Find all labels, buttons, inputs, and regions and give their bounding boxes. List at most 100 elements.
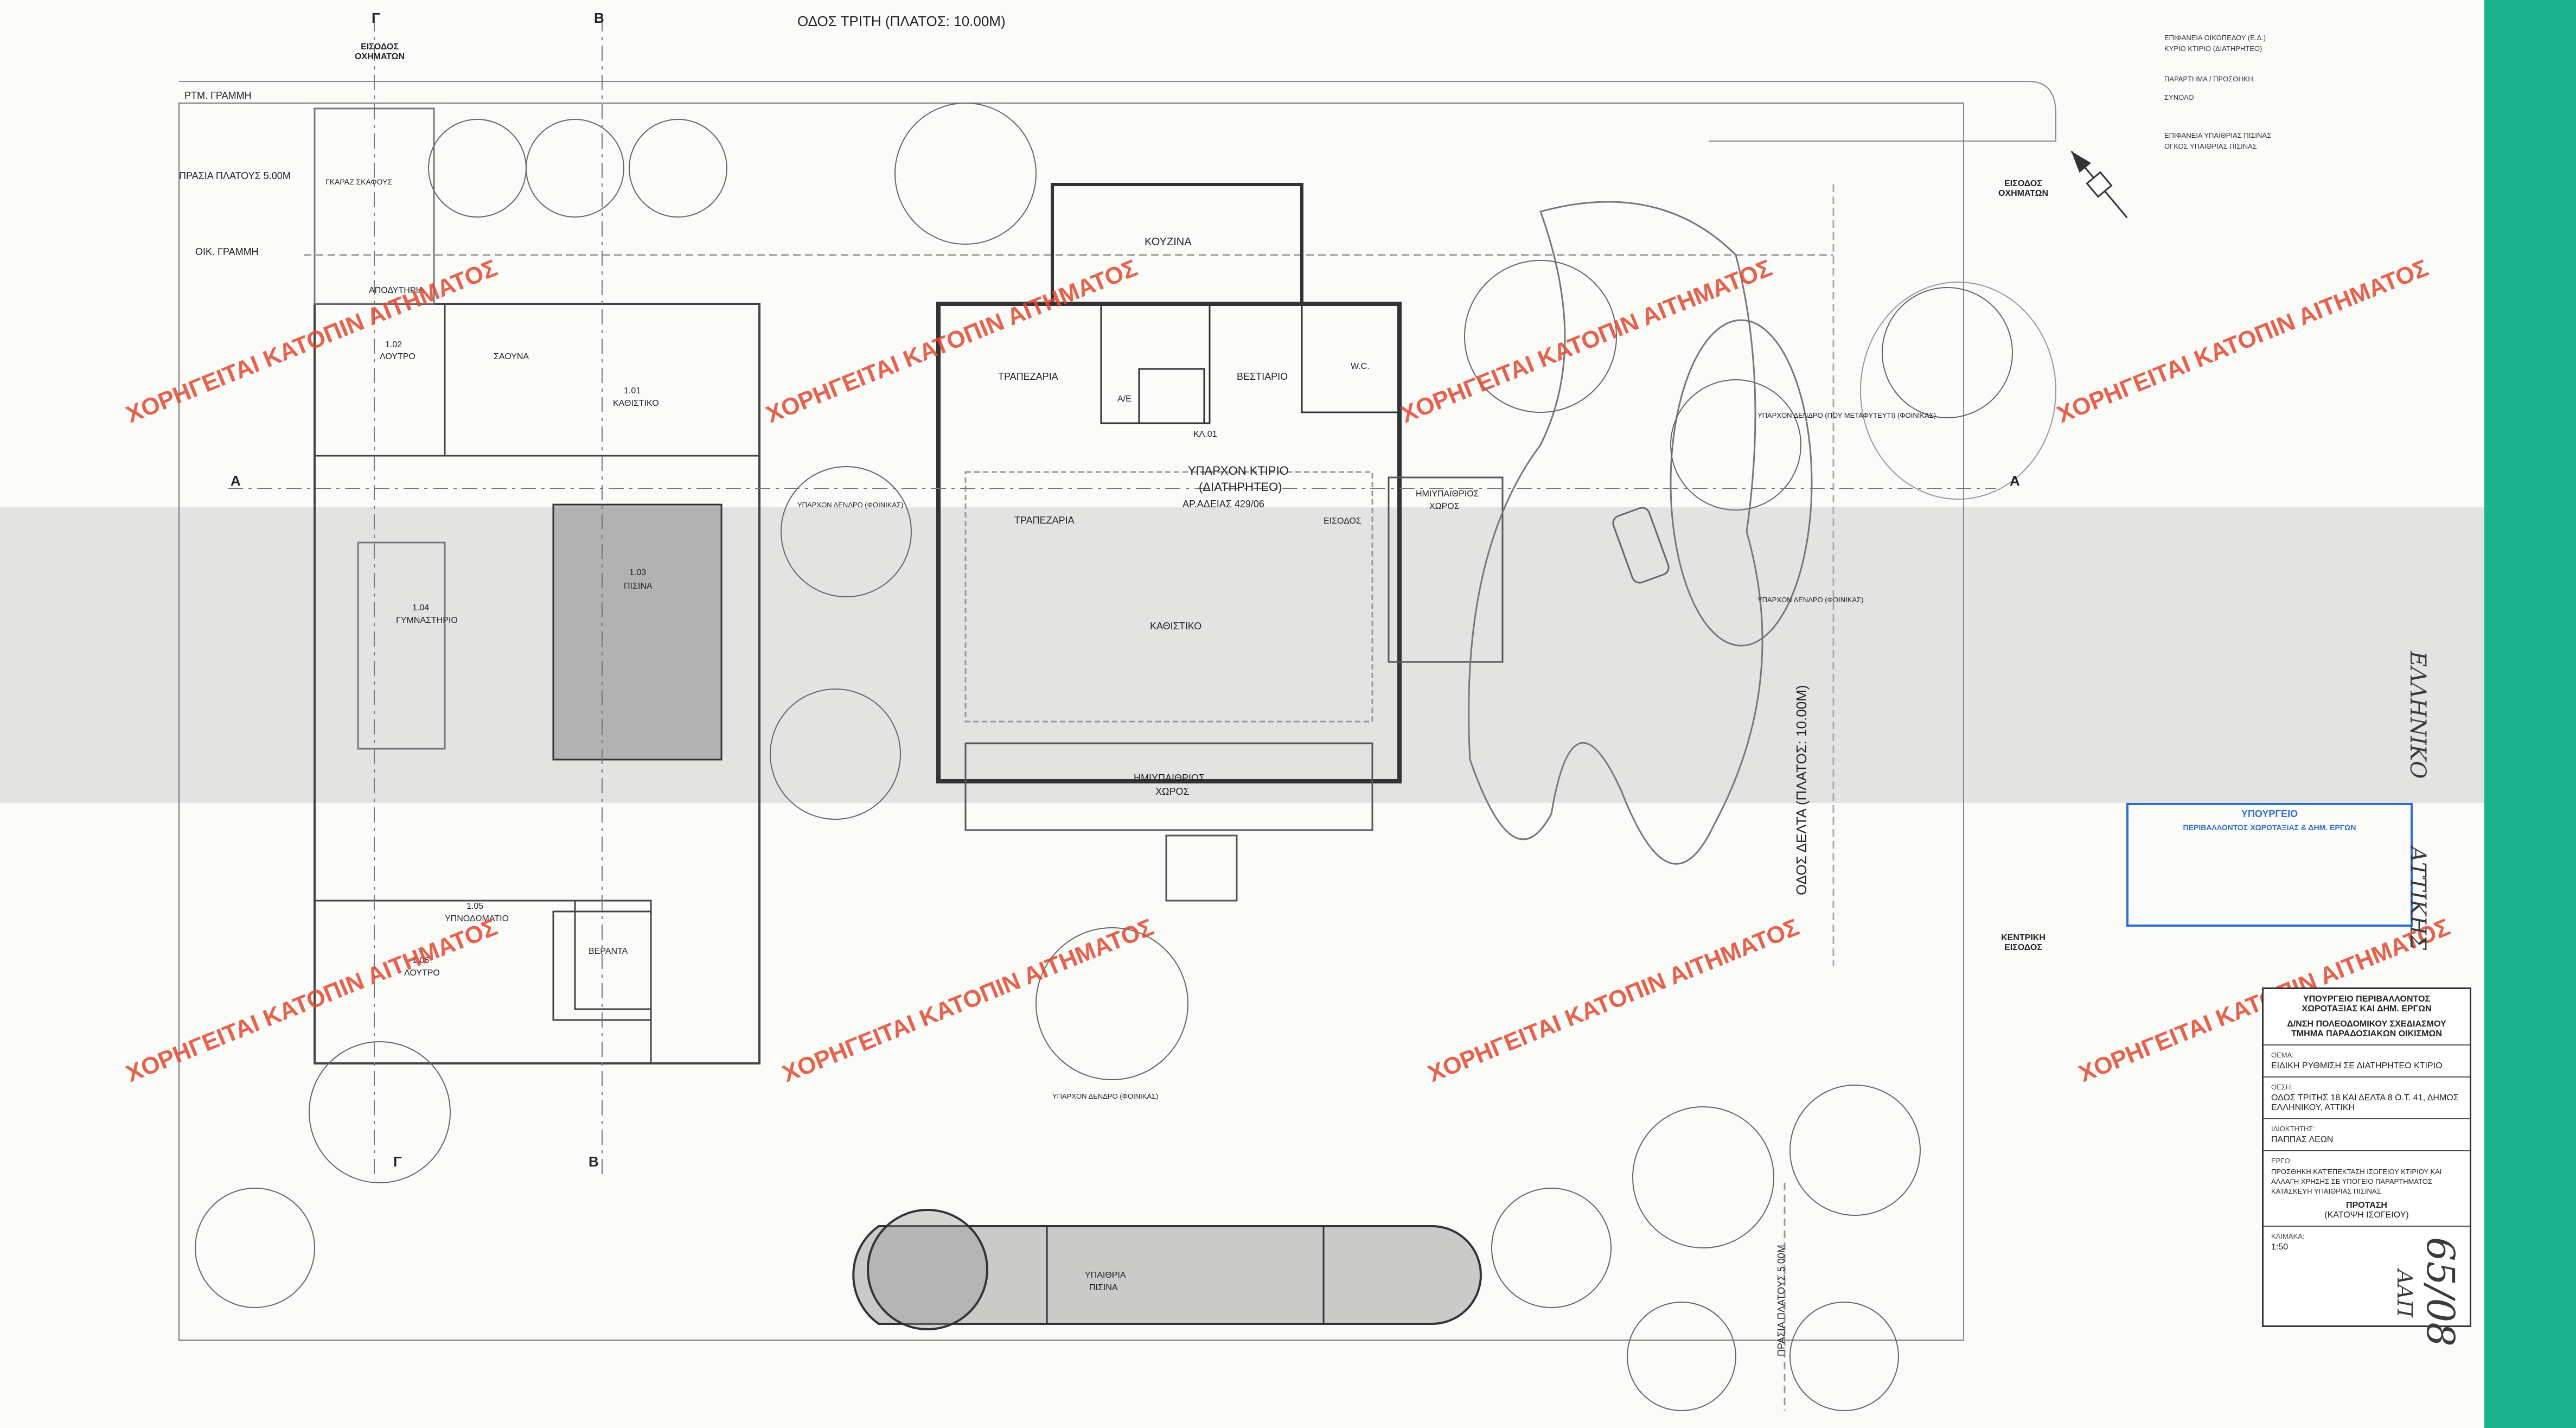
room-veranta: ΒΕΡΑΝΤΑ (589, 947, 628, 956)
section-a-left: Α (231, 473, 241, 489)
handwriting-1: ΕΛΛΗΝΙΚΟ (2405, 651, 2430, 779)
north-arrow-icon (2070, 150, 2128, 219)
room-id-106: 1.06 (412, 956, 429, 965)
handwriting-2: ΑΤΤΙΚΗΣ (2405, 846, 2430, 951)
tb-thema: ΘΕΜΑ: ΕΙΔΙΚΗ ΡΥΘΜΙΣΗ ΣΕ ΔΙΑΤΗΡΗΤΕΟ ΚΤΙΡΙ… (2264, 1046, 2470, 1078)
garden-oval (1670, 319, 1813, 647)
tb-ergo-value: ΠΡΟΣΘΗΚΗ ΚΑΤ'ΕΠΕΚΤΑΣΗ ΙΣΟΓΕΙΟΥ ΚΤΙΡΙΟΥ Κ… (2271, 1168, 2442, 1195)
section-v-bottom: Β (589, 1153, 599, 1170)
room-id-101: 1.01 (624, 386, 641, 396)
room-hmi-right-l2: ΧΩΡΟΣ (1429, 502, 1460, 511)
garden-path (1468, 201, 1763, 865)
room-trapezaria-2: ΤΡΑΠΕΖΑΡΙΑ (1014, 515, 1075, 526)
room-trapezaria-1: ΤΡΑΠΕΖΑΡΙΑ (998, 371, 1058, 382)
tb-scale-value: 1:50 (2271, 1242, 2289, 1252)
front-porch-walls (964, 742, 1373, 831)
section-a-right: Α (2010, 473, 2020, 489)
garden-bed-right (1860, 282, 2056, 500)
handwriting-3: 65/08 (2418, 1237, 2463, 1347)
stat-line-4: ΣΥΝΟΛΟ (2164, 93, 2194, 101)
outdoor-pool-l2: ΠΙΣΙΝΑ (1089, 1283, 1118, 1292)
prasia-left-label: ΠΡΑΣΙΑ ΠΛΑΤΟΥΣ 5.00Μ (179, 170, 291, 181)
room-id-105: 1.05 (466, 902, 483, 911)
elevator-walls (1138, 368, 1205, 424)
entrance-vehicles-right: ΕΙΣΟΔΟΣ ΟΧΗΜΑΤΩΝ (1998, 179, 2049, 198)
parked-car (1612, 507, 1670, 584)
tree-label-1: ΥΠΑΡΧΟΝ ΔΕΝΔΡΟ (ΦΟΙΝΙΚΑΣ) (797, 501, 903, 509)
rtm-line-label: ΡΤΜ. ΓΡΑΜΜΗ (184, 90, 252, 101)
outdoor-pool-l1: ΥΠΑΙΘΡΙΑ (1085, 1271, 1126, 1280)
handwriting-4: ΑΑΠ (2393, 1270, 2417, 1318)
room-hmi-bottom-l2: ΧΩΡΟΣ (1155, 786, 1190, 797)
room-ypnodomatio: ΥΠΝΟΔΩΜΑΤΙΟ (445, 914, 509, 923)
room-kouzina: ΚΟΥΖΙΝΑ (1145, 236, 1192, 248)
stat-line-3: ΠΑΡΑΡΤΗΜΑ / ΠΡΟΣΘΗΚΗ (2164, 75, 2253, 83)
tb-ergo-key: ΕΡΓΟ: (2271, 1157, 2292, 1165)
tb-dept-l1: Δ/ΝΣΗ ΠΟΛΕΟΔΟΜΙΚΟΥ ΣΧΕΔΙΑΣΜΟΥ (2287, 1019, 2446, 1029)
room-id-104: 1.04 (412, 603, 429, 613)
room-pisina: ΠΙΣΙΝΑ (624, 582, 653, 591)
stat-line-1: ΕΠΙΦΑΝΕΙΑ ΟΙΚΟΠΕΔΟΥ (Ε.Δ.) (2164, 34, 2266, 42)
scan-gray-band (0, 507, 2484, 803)
stamp-subtitle: ΠΕΡΙΒΑΛΛΟΝΤΟΣ ΧΩΡΟΤΑΞΙΑΣ & ΔΗΜ. ΕΡΓΩΝ (2183, 823, 2356, 832)
room-apodytiria: ΑΠΟΔΥΤΗΡΙΑ (369, 286, 424, 295)
stair-walls (1100, 303, 1211, 424)
stat-line-5: ΕΠΙΦΑΝΕΙΑ ΥΠΑΙΘΡΙΑΣ ΠΙΣΙΝΑΣ (2164, 131, 2272, 139)
entrance-main: ΚΕΝΤΡΙΚΗ ΕΙΣΟΔΟΣ (2001, 933, 2046, 952)
existing-building-l2: (ΔΙΑΤΗΡΗΤΕΟ) (1199, 480, 1282, 494)
tb-dept-l2: ΤΜΗΜΑ ΠΑΡΑΔΟΣΙΑΚΩΝ ΟΙΚΙΣΜΩΝ (2291, 1029, 2442, 1038)
pool-round-end (867, 1209, 988, 1330)
room-id-102: 1.02 (385, 340, 402, 349)
watermark-4: ΧΟΡΗΓΕΙΤΑΙ ΚΑΤΟΠΙΝ ΑΙΤΗΜΑΤΟΣ (2053, 254, 2432, 428)
floor-plan: ΟΔΟΣ ΤΡΙΤΗ (ΠΛΑΤΟΣ: 10.00Μ) ΟΔΟΣ ΔΕΛΤΑ (… (122, 10, 2454, 1411)
section-g-bottom: Γ (393, 1153, 402, 1170)
room-saouna: ΣΑΟΥΝΑ (494, 352, 529, 361)
room-loutro-2: ΛΟΥΤΡΟ (404, 968, 440, 978)
tb-ergo: ΕΡΓΟ: ΠΡΟΣΘΗΚΗ ΚΑΤ'ΕΠΕΚΤΑΣΗ ΙΣΟΓΕΙΟΥ ΚΤΙ… (2264, 1151, 2470, 1227)
veranda-walls (574, 900, 652, 1010)
wc-walls (1301, 303, 1401, 413)
tb-owner-key: ΙΔΙΟΚΤΗΤΗΣ: (2271, 1125, 2315, 1133)
room-kathistiko-main: ΚΑΘΙΣΤΙΚΟ (1150, 621, 1201, 632)
stat-line-2: ΚΥΡΙΟ ΚΤΙΡΙΟ (ΔΙΑΤΗΡΗΤΕΟ) (2164, 44, 2262, 53)
side-porch-walls (1388, 476, 1504, 663)
street-right-label: ΟΔΟΣ ΔΕΛΤΑ (ΠΛΑΤΟΣ: 10.00Μ) (1793, 685, 1810, 895)
garage-ramp-label: ΓΚΑΡΑΖ ΣΚΑΦΟΥΣ (325, 177, 392, 186)
prasia-bottom-label: ΠΡΑΣΙΑ ΠΛΑΤΟΥΣ 5.00Μ (1776, 1245, 1787, 1356)
room-kathistiko-101: ΚΑΘΙΣΤΙΚΟ (613, 399, 659, 408)
watermark-6: ΧΟΡΗΓΕΙΤΑΙ ΚΑΤΟΠΙΝ ΑΙΤΗΜΑΤΟΣ (778, 914, 1157, 1087)
room-vestiario: ΒΕΣΤΙΑΡΙΟ (1237, 371, 1288, 382)
tb-owner-value: ΠΑΠΠΑΣ ΛΕΩΝ (2271, 1135, 2334, 1144)
tree-label-3: ΥΠΑΡΧΟΝ ΔΕΝΔΡΟ (ΦΟΙΝΙΚΑΣ) (1757, 596, 1863, 604)
front-steps (1165, 834, 1238, 902)
tb-ministry: ΥΠΟΥΡΓΕΙΟ ΠΕΡΙΒΑΛΛΟΝΤΟΣ ΧΩΡΟΤΑΞΙΑΣ ΚΑΙ Δ… (2264, 989, 2470, 1046)
existing-building-l1: ΥΠΑΡΧΟΝ ΚΤΙΡΙΟ (1188, 464, 1289, 477)
room-eisodos: ΕΙΣΟΔΟΣ (1324, 517, 1361, 526)
room-wc: W.C. (1351, 362, 1370, 371)
room-hmi-right-l1: ΗΜΙΥΠΑΙΘΡΙΟΣ (1416, 489, 1479, 499)
existing-building-l3: ΑΡ.ΑΔΕΙΑΣ 429/06 (1182, 499, 1264, 509)
tb-thema-value: ΕΙΔΙΚΗ ΡΥΘΜΙΣΗ ΣΕ ΔΙΑΤΗΡΗΤΕΟ ΚΤΙΡΙΟ (2271, 1061, 2443, 1070)
tb-thesi-key: ΘΕΣΗ: (2271, 1083, 2293, 1091)
title-block: ΥΠΟΥΡΓΕΙΟ ΠΕΡΙΒΑΛΛΟΝΤΟΣ ΧΩΡΟΤΑΞΙΑΣ ΚΑΙ Δ… (2262, 987, 2471, 1327)
section-g-top: Γ (372, 10, 380, 26)
tb-scale: ΚΛΙΜΑΚΑ: 1:50 (2264, 1227, 2470, 1258)
room-ae: Α/Ε (1117, 394, 1132, 404)
section-v-top: Β (594, 10, 604, 26)
oik-line-label: ΟΙΚ. ΓΡΑΜΜΗ (195, 246, 259, 257)
street-edge-top (179, 81, 2056, 142)
room-kl01: ΚΛ.01 (1193, 430, 1217, 439)
watermark-2: ΧΟΡΗΓΕΙΤΑΙ ΚΑΤΟΠΙΝ ΑΙΤΗΜΑΤΟΣ (762, 254, 1141, 428)
tb-scale-key: ΚΛΙΜΑΚΑ: (2271, 1232, 2305, 1240)
room-gymnastirio: ΓΥΜΝΑΣΤΗΡΙΟ (396, 616, 458, 625)
tb-owner: ΙΔΙΟΚΤΗΤΗΣ: ΠΑΠΠΑΣ ΛΕΩΝ (2264, 1119, 2470, 1151)
watermark-3: ΧΟΡΗΓΕΙΤΑΙ ΚΑΤΟΠΙΝ ΑΙΤΗΜΑΤΟΣ (1397, 254, 1775, 428)
watermarks: ΧΟΡΗΓΕΙΤΑΙ ΚΑΤΟΠΙΝ ΑΙΤΗΜΑΤΟΣ ΧΟΡΗΓΕΙΤΑΙ … (122, 254, 2453, 1087)
approval-stamp: ΥΠΟΥΡΓΕΙΟ ΠΕΡΙΒΑΛΛΟΝΤΟΣ ΧΩΡΟΤΑΞΙΑΣ & ΔΗΜ… (2126, 803, 2413, 927)
room-hmi-bottom-l1: ΗΜΙΥΠΑΙΘΡΙΟΣ (1134, 773, 1205, 783)
trees (195, 103, 2013, 1411)
tb-thesi-value: ΟΔΟΣ ΤΡΙΤΗΣ 18 ΚΑΙ ΔΕΛΤΑ 8 Ο.Τ. 41, ΔΗΜΟ… (2271, 1093, 2459, 1112)
room-id-103: 1.03 (629, 568, 646, 577)
watermark-7: ΧΟΡΗΓΕΙΤΑΙ ΚΑΤΟΠΙΝ ΑΙΤΗΜΑΤΟΣ (1424, 914, 1802, 1087)
